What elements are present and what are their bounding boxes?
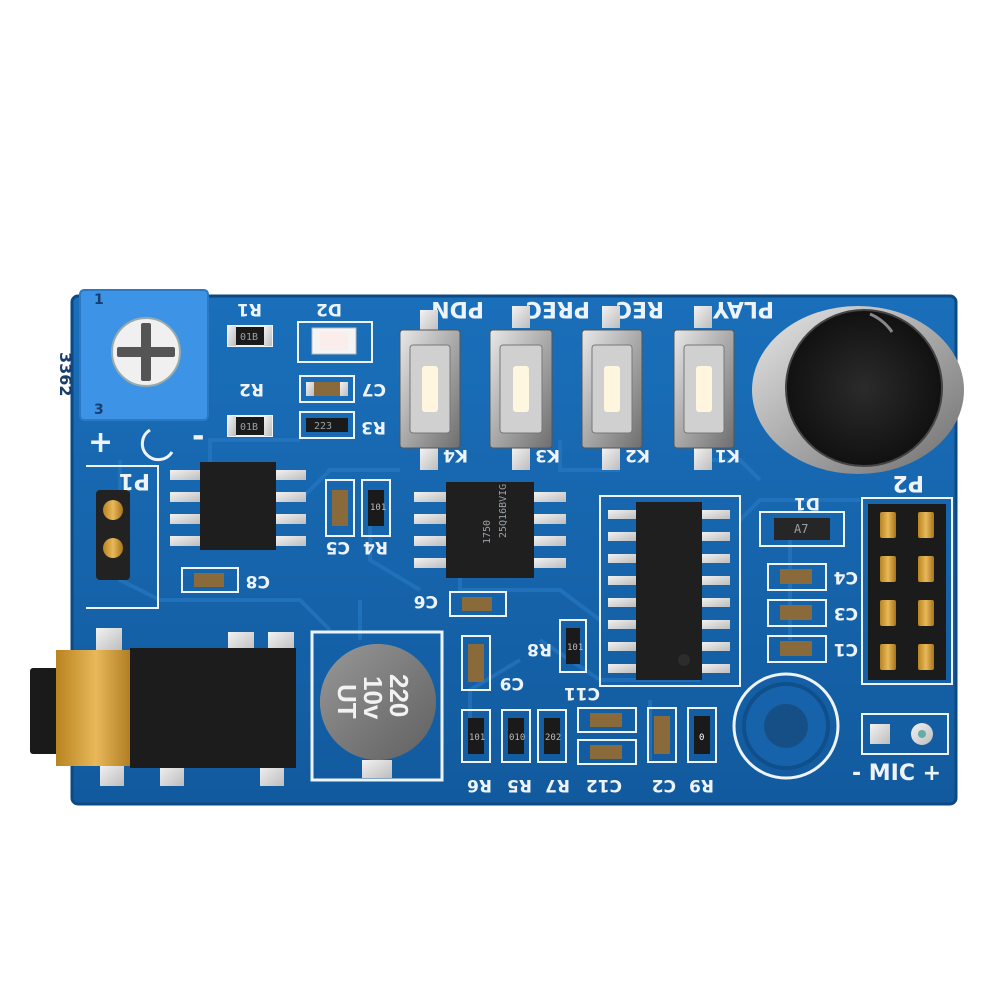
- power-plus-label: +: [88, 425, 113, 460]
- rotate-arrow-icon: [140, 428, 174, 462]
- label-mic: - MIC +: [852, 761, 941, 786]
- label-r6: R6: [467, 775, 492, 795]
- pot-pin3-label: 3: [94, 402, 104, 418]
- label-r8: R8: [527, 639, 552, 659]
- potentiometer: 1 3362 3: [56, 289, 209, 421]
- microphone-icon: [786, 310, 942, 466]
- capacitor-c12: C12: [577, 739, 637, 795]
- resistor-r5: 010 R5: [501, 709, 532, 795]
- switch-k3[interactable]: K3: [489, 306, 560, 470]
- mic-connector: - MIC +: [852, 713, 949, 786]
- r3-code: 223: [314, 421, 332, 432]
- microphone: [752, 306, 964, 474]
- r5-code: 010: [509, 733, 525, 743]
- header-p1: P1: [86, 465, 159, 609]
- pot-pin1-label: 1: [94, 292, 104, 308]
- tactile-switch-icon[interactable]: [422, 366, 438, 412]
- resistor-r8: 101 R8: [527, 619, 587, 673]
- audio-processor-chip: [599, 495, 741, 687]
- audio-jack: [30, 628, 296, 786]
- r9-code: 0: [699, 733, 704, 743]
- resistor-r6: 101 R6: [461, 709, 492, 795]
- label-c11: C11: [564, 683, 600, 703]
- r4-code: 101: [370, 503, 386, 513]
- label-c1: C1: [834, 639, 858, 659]
- resistor-r9: 0 R9: [687, 707, 717, 795]
- label-c2: C2: [652, 775, 676, 795]
- cap-value: 220: [384, 674, 414, 717]
- r2-code: 01B: [240, 422, 258, 433]
- label-c4: C4: [834, 567, 858, 587]
- d1-code: A7: [794, 522, 808, 536]
- amplifier-chip: [170, 462, 306, 550]
- label-c5: C5: [326, 537, 350, 557]
- label-k2: K2: [625, 445, 650, 465]
- label-rec: REC: [616, 296, 664, 321]
- mounting-hole-icon: [764, 704, 808, 748]
- label-r1: R1: [237, 299, 262, 319]
- r7-code: 202: [545, 733, 561, 743]
- flash-chip-date: 1750: [482, 520, 493, 544]
- capacitor-c5: C5: [325, 479, 355, 557]
- label-c9: C9: [500, 673, 524, 693]
- flash-chip: 25Q16BVIG 1750: [414, 482, 566, 578]
- label-r5: R5: [507, 775, 532, 795]
- capacitor-c1: C1: [767, 635, 858, 663]
- led-d2: D2: [297, 299, 373, 363]
- r6-code: 101: [469, 733, 485, 743]
- capacitor-c8: C8: [181, 567, 270, 593]
- label-c12: C12: [586, 775, 622, 795]
- capacitor-c6: C6: [414, 591, 507, 617]
- resistor-r2: R2 01B: [227, 379, 273, 437]
- label-pdn: PDN: [431, 296, 484, 321]
- label-d2: D2: [316, 299, 342, 319]
- resistor-r4: 101 R4: [361, 479, 391, 557]
- switch-k2[interactable]: K2: [581, 306, 650, 470]
- r8-code: 101: [567, 643, 583, 653]
- cap-voltage: 10v: [358, 676, 388, 720]
- header-p2: P2: [861, 470, 953, 685]
- resistor-r3: 223 R3: [299, 411, 386, 439]
- label-k1: K1: [715, 445, 740, 465]
- r1-code: 01B: [240, 332, 258, 343]
- capacitor-c7: C7: [299, 375, 386, 403]
- label-c6: C6: [414, 591, 438, 611]
- capacitor-c2: C2: [647, 707, 677, 795]
- flash-chip-code: 25Q16BVIG: [498, 484, 509, 538]
- mounting-hole: [732, 672, 840, 780]
- label-r2: R2: [239, 379, 264, 399]
- label-r4: R4: [363, 537, 388, 557]
- label-r9: R9: [689, 775, 714, 795]
- power-minus-label: -: [192, 419, 204, 454]
- capacitor-c9: C9: [461, 635, 524, 693]
- label-r3: R3: [361, 417, 386, 437]
- switch-k1[interactable]: K1: [673, 306, 740, 470]
- label-p2: P2: [893, 470, 924, 495]
- label-k4: K4: [443, 445, 468, 465]
- electrolytic-capacitor: 220 10v UT: [310, 630, 444, 782]
- button-labels: PDN PREC REC PLAY: [431, 296, 774, 321]
- resistor-r1: R1 01B: [227, 299, 273, 347]
- resistor-r7: 202 R7: [537, 709, 570, 795]
- pot-code-label: 3362: [56, 352, 75, 397]
- label-prec: PREC: [526, 296, 590, 321]
- label-d1: D1: [794, 493, 820, 513]
- label-play: PLAY: [712, 296, 774, 321]
- audio-jack-icon: [56, 650, 136, 766]
- label-p1: P1: [119, 468, 150, 493]
- label-c7: C7: [362, 379, 386, 399]
- diode-d1: D1 A7: [759, 493, 845, 547]
- label-r7: R7: [545, 775, 570, 795]
- label-k3: K3: [535, 445, 560, 465]
- label-c3: C3: [834, 603, 858, 623]
- cap-brand: UT: [332, 684, 362, 719]
- label-c8: C8: [246, 571, 270, 591]
- switch-k4[interactable]: K4: [399, 310, 468, 470]
- capacitor-c3: C3: [767, 599, 858, 627]
- capacitor-c11: C11: [564, 683, 637, 733]
- capacitor-c4: C4: [767, 563, 858, 591]
